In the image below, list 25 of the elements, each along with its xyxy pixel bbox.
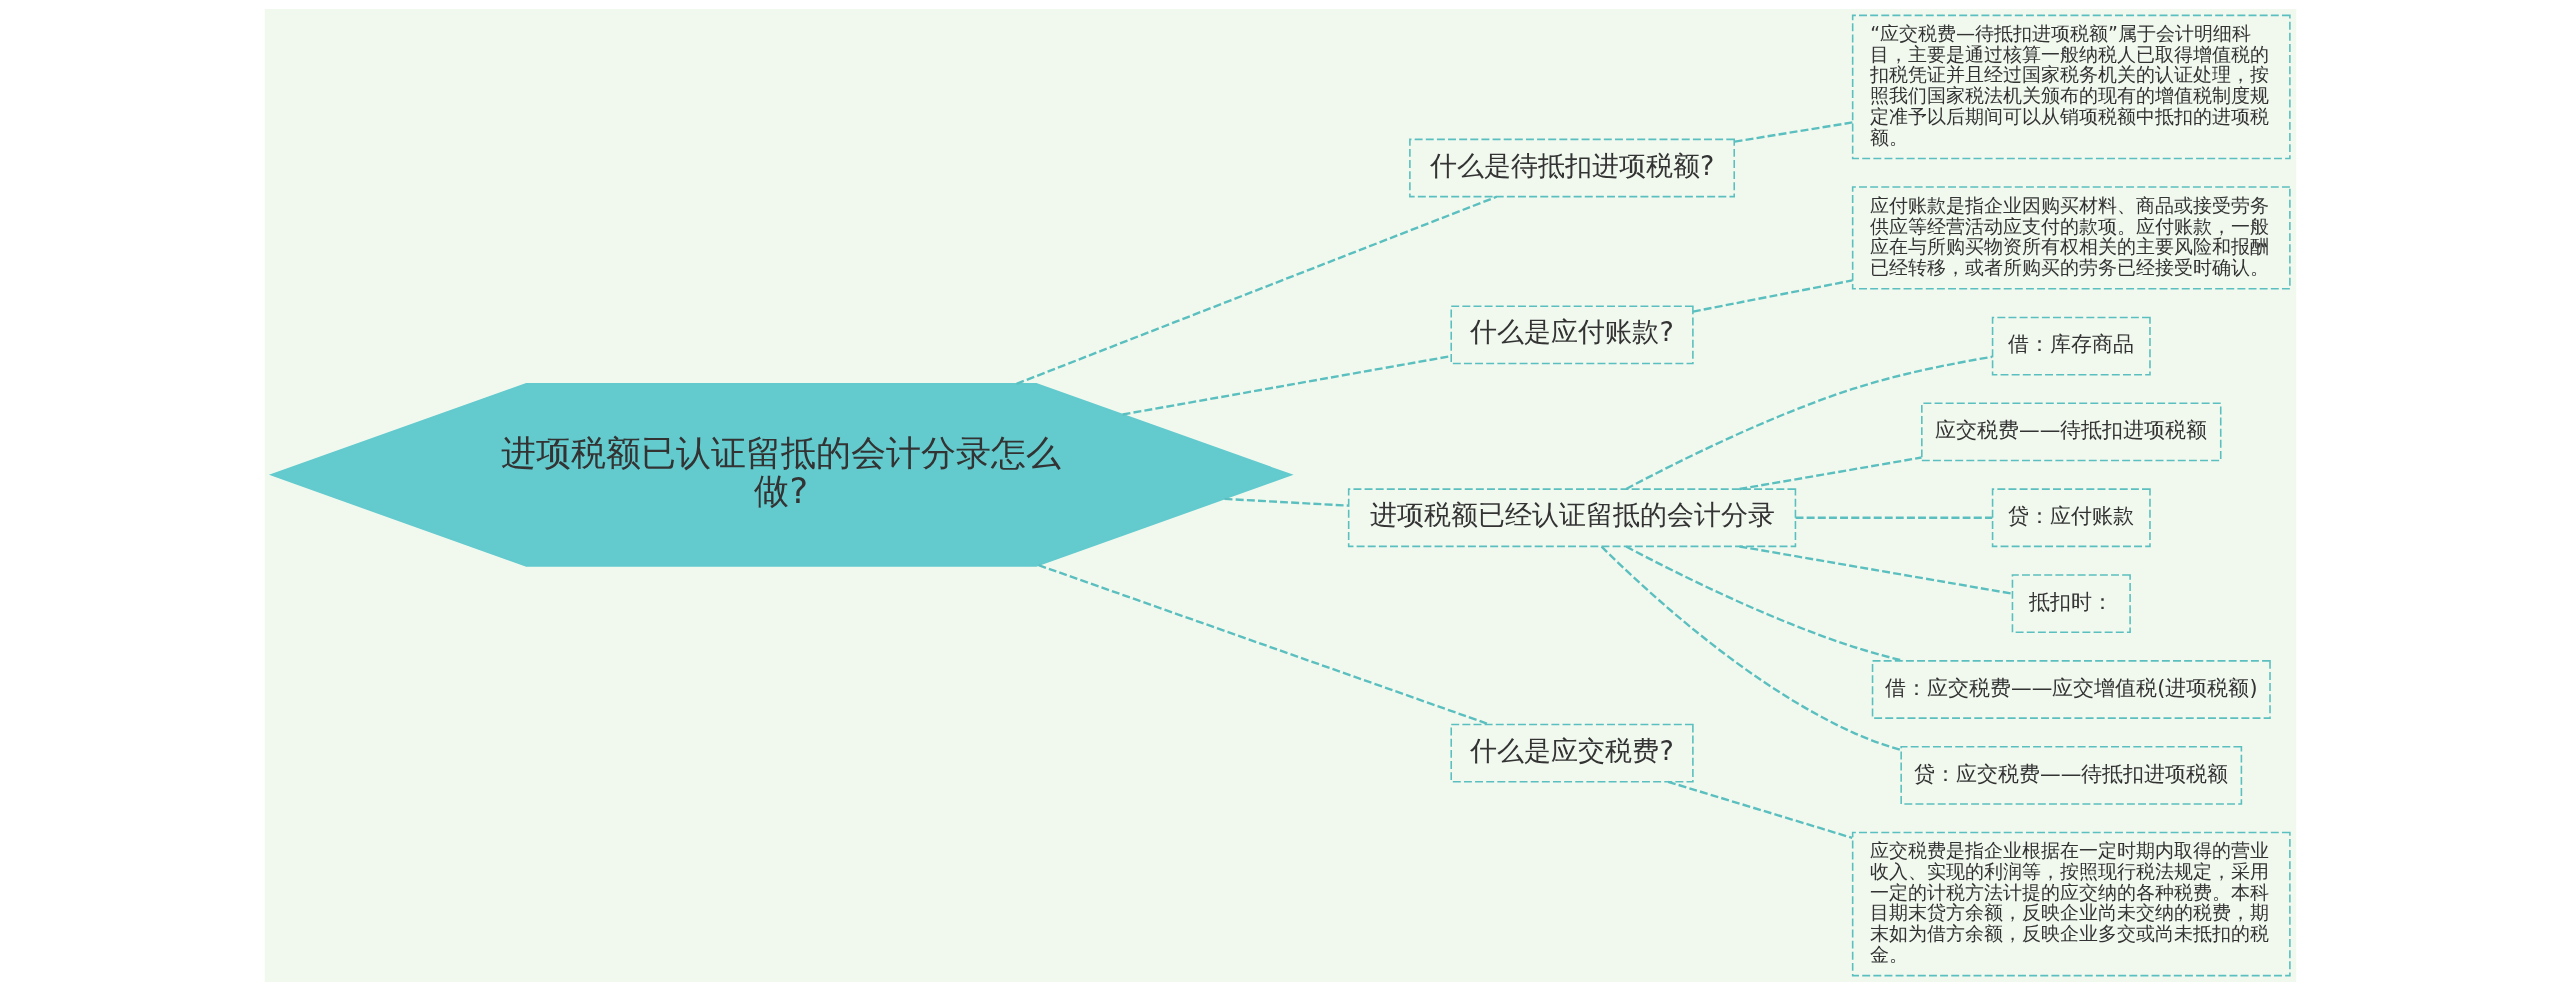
connector <box>1625 355 1992 490</box>
connector <box>1734 120 1853 143</box>
connector <box>1738 544 2013 595</box>
node-box: 贷：应付账款 <box>1991 487 2151 547</box>
connector <box>1015 195 1497 385</box>
node-box: 应付账款是指企业因购买材料、商品或接受劳务供应等经营活动应支付的款项。应付账款，一般应在与所购买物资所有权相关的主要风险和报酬已经转移，或者所购买的劳务已经接受时确认。 <box>1851 185 2291 290</box>
node-box: 贷：应交税费——待抵扣进项税额 <box>1899 745 2242 805</box>
node-box: 进项税额已经认证留抵的会计分录 <box>1347 487 1796 547</box>
connector <box>1738 455 1922 490</box>
node-box: 借：库存商品 <box>1991 316 2151 375</box>
connector <box>1600 545 1901 751</box>
node-box: “应交税费—待抵扣进项税额”属于会计明细科目，主要是通过核算一般纳税人已取得增值税的扣税凭证并且经过国家税务机关的认证处理，按照我们国家税法机关颁布的现有的增值税制度规定准予以后期间可以从销项税额中抵扣的进项税额。 <box>1851 14 2291 159</box>
connector <box>1795 516 1992 519</box>
connector <box>1121 354 1451 416</box>
node-box: 应交税费——待抵扣进项税额 <box>1920 402 2221 461</box>
node-box: 什么是应交税费? <box>1449 723 1694 782</box>
connector <box>1037 563 1490 726</box>
node-box: 什么是待抵扣进项税额? <box>1408 138 1735 197</box>
node-box: 什么是应付账款? <box>1449 305 1694 364</box>
connector <box>1223 497 1349 507</box>
node-box: 借：应交税费——应交增值税(进项税额) <box>1871 659 2271 719</box>
node-box: 抵扣时： <box>2011 573 2131 633</box>
node-box: 应交税费是指企业根据在一定时期内取得的营业收入、实现的利润等，按照现行税法规定，采用一定的计税方法计提的应交纳的各种税费。本科目期末贷方余额，反映企业尚未交纳的税费，期末如为借方余额，反映企业多交或尚未抵扣的税金。 <box>1851 831 2291 976</box>
connector <box>1692 278 1853 313</box>
connector <box>1667 780 1853 839</box>
